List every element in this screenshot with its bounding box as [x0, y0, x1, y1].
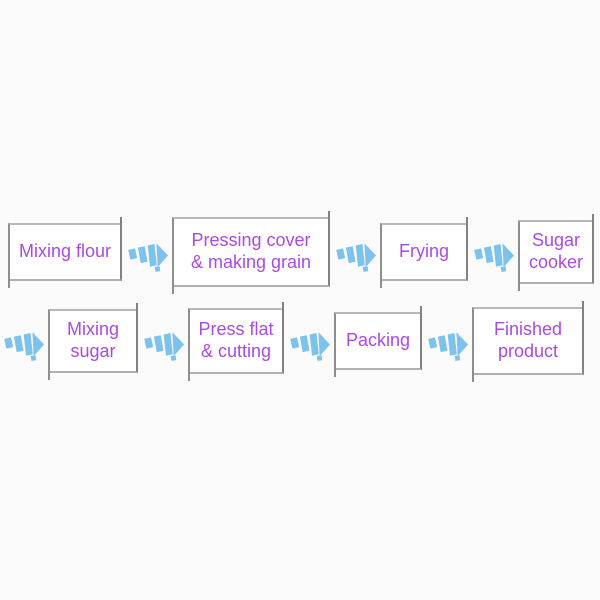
step-label-sugar-cooker: Sugar cooker: [528, 230, 584, 272]
step-box-frying: Frying: [380, 217, 468, 288]
step-box-mixing-flour: Mixing flour: [8, 217, 122, 288]
flow-row-2: Mixing sugar Press flat & cutting: [2, 301, 584, 382]
step-label-press-flat: Press flat & cutting: [198, 319, 274, 361]
striped-right-arrow-icon: [472, 236, 514, 274]
step-label-finished-product: Finished product: [493, 319, 563, 361]
striped-right-arrow-icon: [288, 325, 330, 363]
step-label-mixing-sugar: Mixing sugar: [66, 319, 119, 361]
striped-right-arrow-icon: [142, 325, 184, 363]
step-label-frying: Frying: [398, 241, 449, 262]
step-box-pressing-cover: Pressing cover & making grain: [172, 211, 330, 294]
step-box-sugar-cooker: Sugar cooker: [518, 214, 594, 291]
step-label-pressing-cover: Pressing cover & making grain: [190, 230, 312, 272]
striped-right-arrow-icon: [126, 236, 168, 274]
step-label-packing: Packing: [345, 330, 411, 351]
striped-right-arrow-icon: [334, 236, 376, 274]
striped-right-arrow-icon: [426, 325, 468, 363]
step-box-packing: Packing: [334, 306, 422, 377]
step-box-press-flat: Press flat & cutting: [188, 302, 284, 381]
step-label-mixing-flour: Mixing flour: [18, 241, 112, 262]
striped-right-arrow-icon: [2, 325, 44, 363]
step-box-mixing-sugar: Mixing sugar: [48, 303, 138, 380]
step-box-finished-product: Finished product: [472, 301, 584, 382]
flow-row-1: Mixing flour Pressing cover & making gra…: [8, 211, 594, 294]
